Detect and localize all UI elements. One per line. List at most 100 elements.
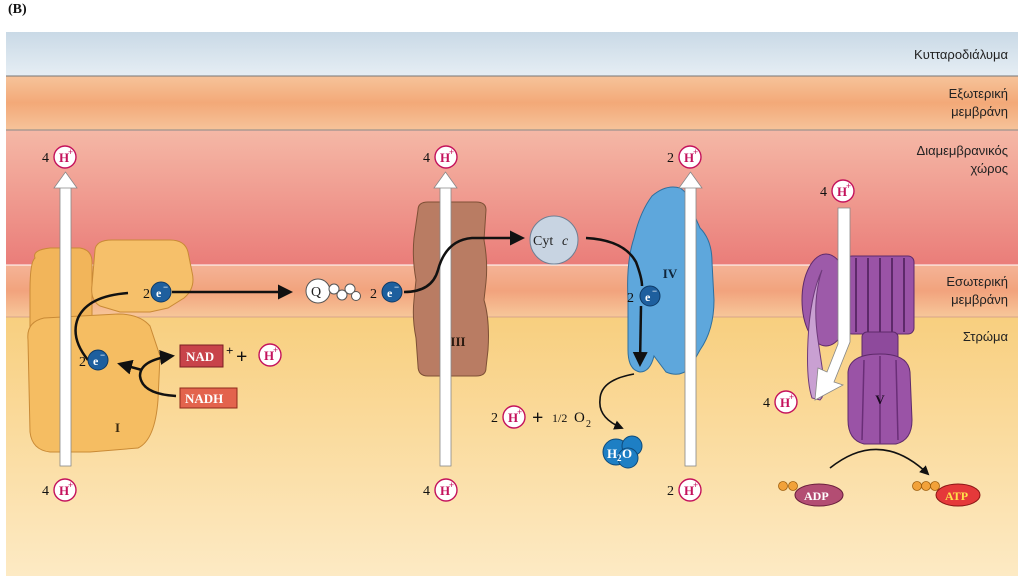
h-badge-nad: H + — [258, 343, 282, 367]
channel-complex-iii — [433, 171, 458, 467]
cytosol-zone — [6, 32, 1018, 76]
h-badge-c4-top: 2 H + — [667, 145, 702, 169]
outer-membrane-label-1: Εξωτερική — [949, 86, 1008, 101]
svg-text:H: H — [780, 395, 790, 410]
stroma-label: Στρώμα — [963, 329, 1009, 344]
svg-text:+: + — [273, 345, 278, 355]
svg-text:+: + — [449, 147, 454, 157]
svg-text:H: H — [264, 348, 274, 363]
svg-text:2: 2 — [627, 291, 634, 306]
svg-text:4: 4 — [820, 185, 827, 200]
path-adp-to-atp — [829, 448, 930, 476]
path-iv-down — [632, 305, 648, 367]
h-badge-c5-mid: 4 H + — [763, 390, 798, 414]
nad-reaction: NAD + + H + NADH — [179, 343, 282, 409]
svg-text:ATP: ATP — [945, 489, 968, 503]
svg-text:+: + — [68, 147, 73, 157]
proton-badges: 4 H + 4 H + 4 H + 4 H + — [42, 145, 855, 502]
svg-text:+: + — [789, 392, 794, 402]
svg-text:O: O — [622, 446, 632, 461]
water-molecule: H 2 O — [602, 435, 643, 469]
panel-label: (B) — [8, 2, 27, 17]
proton-channels — [53, 171, 851, 467]
svg-text:−: − — [652, 286, 657, 296]
svg-text:−: − — [100, 350, 105, 360]
complex-v-label: V — [875, 392, 885, 407]
path-cytc-to-iv — [585, 236, 644, 287]
svg-text:4: 4 — [763, 396, 770, 411]
svg-text:c: c — [562, 234, 569, 249]
svg-text:NAD: NAD — [186, 349, 214, 364]
svg-text:2: 2 — [370, 287, 377, 302]
intermembrane-label-2: χώρος — [970, 161, 1008, 176]
svg-text:+: + — [226, 343, 233, 358]
svg-text:H: H — [837, 184, 847, 199]
svg-text:2: 2 — [143, 287, 150, 302]
complex-v: V — [801, 253, 915, 445]
svg-text:−: − — [163, 282, 168, 292]
svg-text:O: O — [574, 410, 585, 426]
svg-text:H: H — [684, 150, 694, 165]
path-o2-to-water — [599, 373, 635, 430]
oxygen-reduction: 2 H + + 1/2 O 2 — [491, 405, 591, 430]
svg-text:2: 2 — [617, 453, 622, 463]
complex-iii-label: III — [450, 334, 465, 349]
electron-complex-i-upper: 2 e − — [143, 281, 172, 303]
svg-text:H: H — [59, 483, 69, 498]
h-badge-c5-top: 4 H + — [820, 179, 855, 203]
svg-text:−: − — [394, 282, 399, 292]
svg-text:+: + — [693, 480, 698, 490]
svg-text:4: 4 — [42, 484, 49, 499]
svg-text:+: + — [236, 346, 247, 368]
h-badge-c1-bottom: 4 H + — [42, 478, 77, 502]
inner-membrane-label-1: Εσωτερική — [946, 274, 1008, 289]
svg-text:+: + — [532, 407, 543, 429]
h-badge-c1-top: 4 H + — [42, 145, 77, 169]
h-badge-c3-top: 4 H + — [423, 145, 458, 169]
svg-text:H: H — [508, 410, 518, 425]
svg-text:4: 4 — [423, 484, 430, 499]
svg-text:H: H — [440, 150, 450, 165]
inner-membrane-label-2: μεμβράνη — [951, 292, 1008, 307]
svg-text:+: + — [517, 407, 522, 417]
svg-text:+: + — [846, 181, 851, 191]
outer-membrane-zone — [6, 76, 1018, 130]
svg-text:2: 2 — [667, 151, 674, 166]
cytosol-label: Κυτταροδιάλυμα — [914, 47, 1008, 62]
electrons: 2 e − 2 e − 2 e − 2 e − — [79, 281, 661, 371]
ubiquinone-q: Q — [305, 278, 361, 304]
nad-box — [179, 344, 224, 368]
electron-complex-iv: 2 e − — [627, 285, 661, 307]
svg-text:2: 2 — [667, 484, 674, 499]
svg-text:+: + — [693, 147, 698, 157]
svg-text:+: + — [449, 480, 454, 490]
channel-complex-iv — [678, 171, 703, 467]
svg-text:+: + — [68, 480, 73, 490]
complex-i-label: I — [115, 420, 120, 435]
atp-molecule: ATP — [912, 481, 981, 507]
svg-text:e: e — [93, 354, 99, 368]
channel-complex-v — [814, 207, 851, 401]
outer-membrane-label-2: μεμβράνη — [951, 104, 1008, 119]
path-e-loop-i — [74, 291, 129, 361]
channel-complex-i — [53, 171, 78, 467]
svg-text:NADH: NADH — [185, 391, 223, 406]
h-badge-c3-bottom: 4 H + — [423, 478, 458, 502]
svg-text:1/2: 1/2 — [552, 411, 567, 425]
svg-text:2: 2 — [79, 355, 86, 370]
path-q-to-cytc — [403, 230, 525, 294]
svg-text:2: 2 — [491, 411, 498, 426]
svg-text:e: e — [645, 290, 651, 304]
electron-paths — [74, 230, 930, 476]
electron-complex-i-lower: 2 e − — [79, 349, 109, 371]
svg-text:Q: Q — [311, 285, 321, 300]
adp-molecule: ADP — [778, 481, 844, 507]
svg-text:2: 2 — [586, 419, 591, 430]
svg-text:ADP: ADP — [804, 489, 829, 503]
zone-labels: Κυτταροδιάλυμα Εξωτερική μεμβράνη Διαμεμ… — [914, 47, 1008, 344]
svg-text:H: H — [440, 483, 450, 498]
svg-text:H: H — [684, 483, 694, 498]
complex-iv-label: IV — [663, 266, 678, 281]
